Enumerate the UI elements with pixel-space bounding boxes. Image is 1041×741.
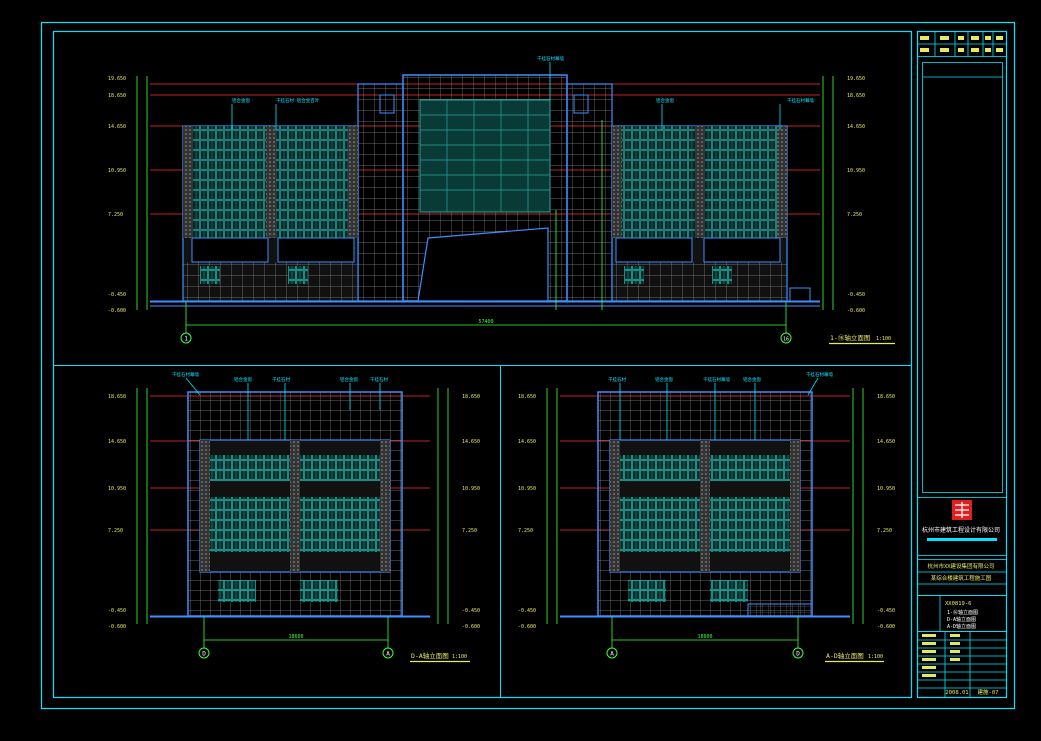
left-level-right-1: 18.650	[462, 394, 480, 400]
drawing-list-item-2: D-A轴立面图	[947, 616, 976, 623]
main-level-left-7: -0.600	[108, 308, 126, 314]
main-level-right-6: -0.450	[847, 292, 865, 298]
left-axis-label-left: D	[202, 651, 206, 658]
left-overall-dimension: 18600	[288, 634, 303, 640]
subproject-name: 某综合楼建筑工程施工图	[931, 574, 992, 582]
main-callout-2: 干挂石材 铝合金百叶	[276, 97, 320, 104]
right-level-right-5: -0.450	[877, 608, 895, 614]
main-axis-label-right: 16	[783, 337, 789, 343]
left-callout-5: 干挂石材	[370, 376, 388, 383]
left-level-left-1: 18.650	[108, 394, 126, 400]
drawing-date: 2008.01	[945, 690, 968, 696]
left-elevation-title: D-A轴立面图	[411, 651, 449, 660]
main-callout-5: 干挂石材幕墙	[787, 97, 814, 104]
right-elevation-title: A-D轴立面图	[826, 651, 864, 660]
right-level-right-3: 10.950	[877, 486, 895, 492]
left-level-left-6: -0.600	[108, 624, 126, 630]
left-level-left-5: -0.450	[108, 608, 126, 614]
right-callout-1: 干挂石材	[608, 376, 626, 383]
right-level-right-6: -0.600	[877, 624, 895, 630]
sheet-number: 建施-07	[978, 688, 999, 696]
left-level-right-5: -0.450	[462, 608, 480, 614]
main-level-left-5: 7.250	[108, 212, 123, 218]
left-level-right-4: 7.250	[462, 528, 477, 534]
left-level-right-3: 10.950	[462, 486, 480, 492]
title-block: 杭州市建筑工程设计有限公司 杭州市XX建设集团有限公司 某综合楼建筑工程施工图 …	[916, 30, 1008, 699]
main-level-left-3: 14.650	[108, 124, 126, 130]
left-callout-4: 铝合金窗	[340, 376, 358, 383]
main-level-left-4: 10.950	[108, 168, 126, 174]
right-axis-label-right: D	[796, 651, 800, 658]
main-level-right-3: 14.650	[847, 124, 865, 130]
right-level-left-1: 18.650	[518, 394, 536, 400]
drawing-list-item-3: A-D轴立面图	[947, 623, 976, 630]
left-callout-2: 铝合金窗	[234, 376, 252, 383]
drawing-number: XX0819-6	[945, 601, 972, 607]
left-level-right-6: -0.600	[462, 624, 480, 630]
main-level-right-2: 18.650	[847, 93, 865, 99]
inner-border	[52, 30, 913, 699]
right-elevation: 干挂石材 铝合金窗 干挂石材幕墙 铝合金窗 干挂石材幕墙 18.650 14.6…	[518, 371, 895, 663]
right-axis-bubble-right	[792, 647, 804, 659]
right-callout-4: 铝合金窗	[743, 376, 761, 383]
left-callout-3: 干挂石材	[272, 376, 290, 383]
left-level-left-4: 7.250	[108, 528, 123, 534]
left-axis-label-right: A	[386, 651, 390, 658]
left-elevation: 干挂石材幕墙 铝合金窗 干挂石材 铝合金窗 干挂石材 18.650 14.650…	[108, 371, 480, 663]
main-level-right-4: 10.950	[847, 168, 865, 174]
main-level-left-6: -0.450	[108, 292, 126, 298]
right-callout-3: 干挂石材幕墙	[703, 376, 730, 383]
main-axis-bubble-left	[180, 332, 192, 344]
right-axis-label-left: A	[610, 651, 614, 658]
main-elevation: 铝合金窗 干挂石材 铝合金百叶 干挂石材幕墙 铝合金窗 干挂石材幕墙 19.65…	[108, 55, 895, 345]
right-elevation-scale: 1:100	[868, 654, 883, 660]
right-level-left-6: -0.600	[518, 624, 536, 630]
main-level-right-5: 7.250	[847, 212, 862, 218]
project-name: 杭州市XX建设集团有限公司	[927, 562, 994, 570]
main-elevation-scale: 1:100	[876, 336, 891, 342]
main-level-left-1: 19.650	[108, 76, 126, 82]
left-level-left-3: 10.950	[108, 486, 126, 492]
left-axis-bubble-left	[198, 647, 210, 659]
right-level-right-2: 14.650	[877, 439, 895, 445]
left-level-left-2: 14.650	[108, 439, 126, 445]
main-axis-bubble-right	[780, 332, 792, 344]
right-level-right-4: 7.250	[877, 528, 892, 534]
right-level-left-2: 14.650	[518, 439, 536, 445]
main-elevation-title: 1-⑯轴立面图	[830, 333, 870, 342]
main-callout-4: 铝合金窗	[656, 97, 674, 104]
right-axis-bubble-left	[606, 647, 618, 659]
main-level-right-7: -0.600	[847, 308, 865, 314]
main-level-right-1: 19.650	[847, 76, 865, 82]
institute-seal	[952, 500, 972, 520]
outer-border	[40, 21, 1016, 710]
right-callout-5: 干挂石材幕墙	[806, 371, 833, 378]
left-axis-bubble-right	[382, 647, 394, 659]
main-overall-dimension: 57400	[478, 319, 493, 325]
main-callout-3: 干挂石材幕墙	[537, 55, 564, 62]
right-level-right-1: 18.650	[877, 394, 895, 400]
right-level-left-4: 7.250	[518, 528, 533, 534]
right-overall-dimension: 18600	[697, 634, 712, 640]
right-level-left-5: -0.450	[518, 608, 536, 614]
right-level-left-3: 10.950	[518, 486, 536, 492]
main-level-left-2: 18.650	[108, 93, 126, 99]
main-axis-label-left: 1	[184, 336, 188, 343]
drawing-list-item-1: 1-⑯轴立面图	[947, 609, 978, 616]
main-callout-1: 铝合金窗	[232, 97, 250, 104]
institute-name: 杭州市建筑工程设计有限公司	[922, 526, 1000, 534]
left-elevation-scale: 1:100	[452, 654, 467, 660]
right-callout-2: 铝合金窗	[655, 376, 673, 383]
left-callout-1: 干挂石材幕墙	[172, 371, 199, 378]
left-level-right-2: 14.650	[462, 439, 480, 445]
